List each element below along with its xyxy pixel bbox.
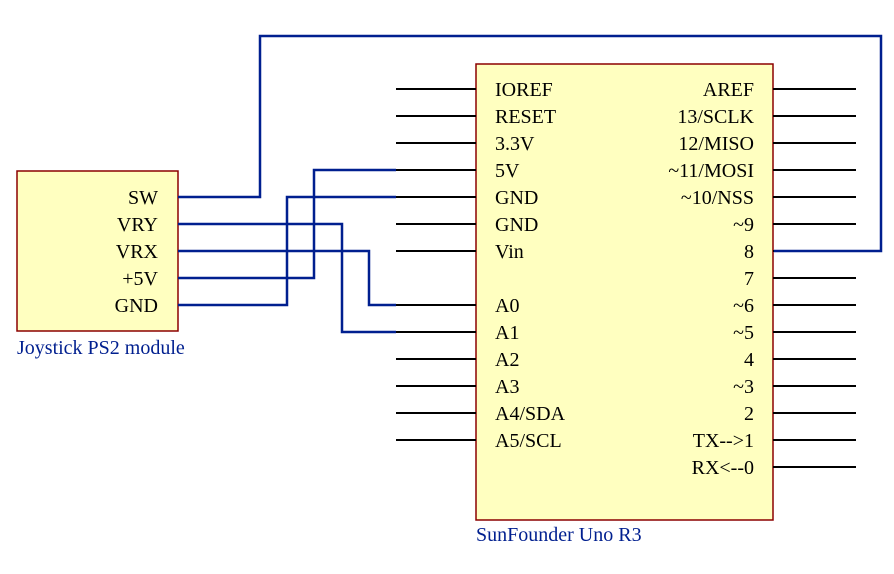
uno-left-pin-label-a2: A2 [495,349,519,371]
joystick-module-name: Joystick PS2 module [17,337,185,359]
uno-right-pin-label-12-miso: 12/MISO [678,133,754,155]
uno-right-pin-label-3: ~3 [733,376,754,398]
uno-left-pin-label-a3: A3 [495,376,519,398]
joystick-pin-label-sw: SW [128,187,158,209]
uno-right-pin-label-tx-1: TX-->1 [693,430,754,452]
uno-left-pin-label-a1: A1 [495,322,519,344]
uno-left-pin-label-gnd: GND [495,214,538,236]
wire-vrx-to-a0 [178,249,396,307]
uno-right-pin-label-11-mosi: ~11/MOSI [668,160,754,182]
uno-left-pin-label-reset: RESET [495,106,556,128]
uno-left-pin-label-5v: 5V [495,160,520,182]
uno-left-pin-label-gnd: GND [495,187,538,209]
uno-right-pin-label-8: 8 [744,241,754,263]
uno-right-pin-label-2: 2 [744,403,754,425]
uno-right-pin-label-aref: AREF [703,79,754,101]
wire-sw-to-8 [178,34,883,253]
joystick-pin-label-vry: VRY [117,214,158,236]
uno-right-pin-label-13-sclk: 13/SCLK [677,106,754,128]
uno-right-pins: AREF 13/SCLK 12/MISO ~11/MOSI ~10/NSS ~9 8 7 ~6 ~… [668,79,856,479]
wire-vry-to-a1 [178,222,396,334]
uno-left-pin-label-3-3v: 3.3V [495,133,535,155]
uno-right-pin-label-9: ~9 [733,214,754,236]
joystick-pins: SW VRY VRX +5V GND [115,187,159,317]
uno-board-name: SunFounder Uno R3 [476,524,642,546]
joystick-pin-label-vrx: VRX [116,241,159,263]
uno-right-pin-label-10-nss: ~10/NSS [681,187,754,209]
wires [178,34,883,334]
uno-right-pin-label-7: 7 [744,268,754,290]
uno-left-pin-label-ioref: IOREF [495,79,553,101]
joystick-pin-label-5v: +5V [122,268,158,290]
joystick-module: SW VRY VRX +5V GND Joystick PS2 module [16,170,185,359]
uno-left-pin-label-a4-sda: A4/SDA [495,403,566,425]
uno-left-pin-label-vin: Vin [495,241,524,263]
joystick-pin-label-gnd: GND [115,295,158,317]
joystick-module-body [16,170,179,332]
uno-right-pin-label-rx-0: RX<--0 [692,457,754,479]
uno-right-pin-label-5: ~5 [733,322,754,344]
uno-right-pin-label-4: 4 [744,349,754,371]
uno-left-pin-label-a0: A0 [495,295,519,317]
uno-right-pin-label-6: ~6 [733,295,754,317]
uno-left-pin-label-a5-scl: A5/SCL [495,430,562,452]
uno-board-body [475,63,774,521]
